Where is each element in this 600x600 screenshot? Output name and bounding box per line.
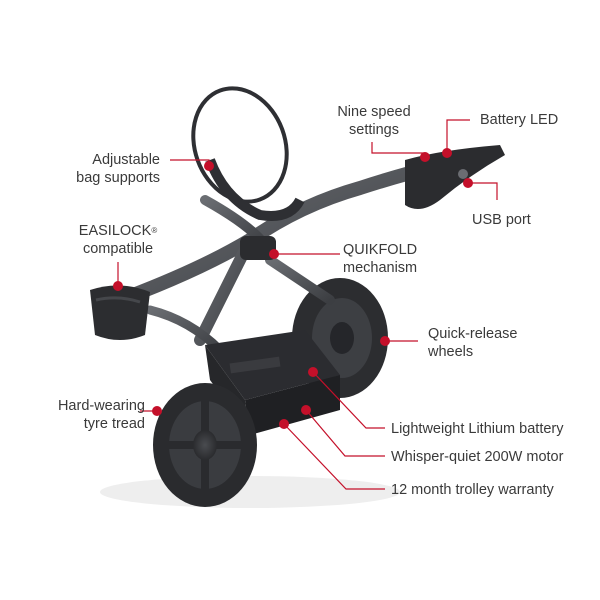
- dot-usb-port: [463, 178, 473, 188]
- dot-nine-speed: [420, 152, 430, 162]
- handle-unit: [405, 145, 505, 209]
- dot-easilock: [113, 281, 123, 291]
- label-lithium-battery: Lightweight Lithium battery: [391, 421, 564, 437]
- label-adjustable-bag-supports: Adjustable bag supports: [76, 152, 160, 186]
- rear-wheel-left: [153, 383, 257, 507]
- ground-shadow: [100, 476, 400, 508]
- dot-lithium: [308, 367, 318, 377]
- label-quikfold: QUIKFOLD mechanism: [343, 242, 418, 276]
- dot-quick-release: [380, 336, 390, 346]
- label-battery-led: Battery LED: [480, 112, 559, 128]
- dot-warranty: [279, 419, 289, 429]
- label-quick-release: Quick-release wheels: [428, 326, 518, 360]
- upper-bag-support: [191, 86, 305, 221]
- label-easilock: EASILOCK® compatible: [78, 223, 158, 257]
- dot-battery-led: [442, 148, 452, 158]
- dot-motor: [301, 405, 311, 415]
- quikfold-joint: [240, 236, 276, 260]
- dot-bag-supports: [204, 161, 214, 171]
- label-tyre-tread: Hard-wearing tyre tread: [57, 398, 145, 432]
- label-usb-port: USB port: [472, 212, 531, 228]
- dot-tyre-tread: [152, 406, 162, 416]
- label-motor: Whisper-quiet 200W motor: [391, 449, 564, 465]
- lower-bag-support: [90, 285, 150, 340]
- label-warranty: 12 month trolley warranty: [391, 482, 554, 498]
- callout-dots: [113, 148, 473, 429]
- label-nine-speed: Nine speed settings: [337, 104, 411, 138]
- dot-quikfold: [269, 249, 279, 259]
